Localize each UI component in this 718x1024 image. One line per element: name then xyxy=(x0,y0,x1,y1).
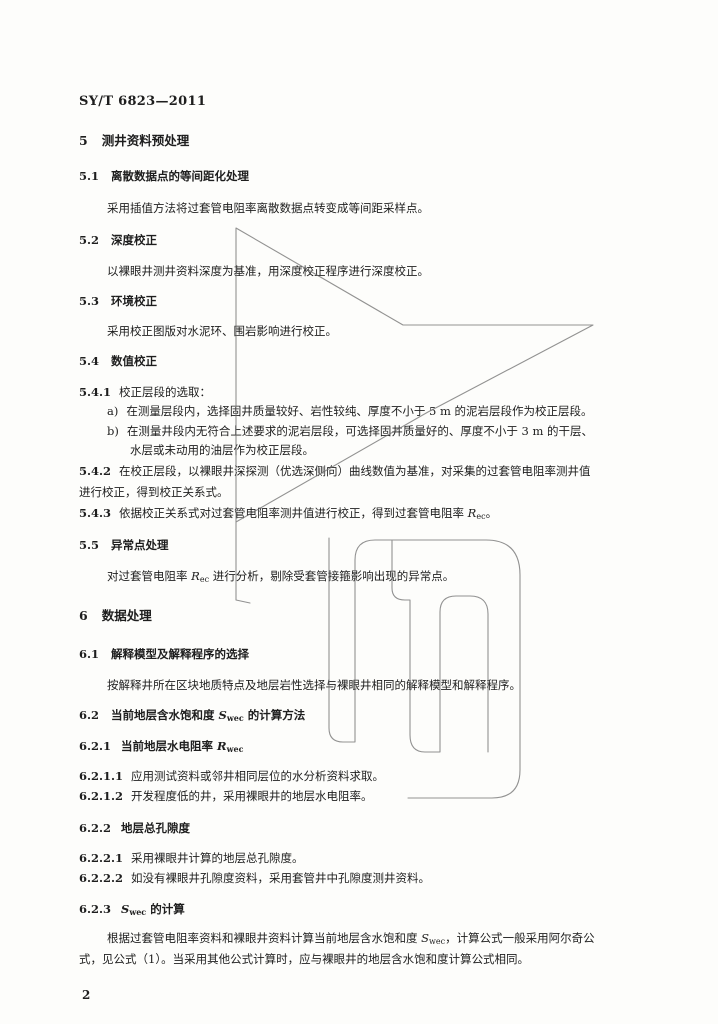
paragraph: 采用校正图版对水泥环、围岩影响进行校正。 xyxy=(107,324,337,338)
section-5-heading: 5 测井资料预处理 xyxy=(79,130,189,149)
variable-subscript: wec xyxy=(226,713,244,723)
clause-6-2-2-2: 6.2.2.2 如没有裸眼井孔隙度资料，采用套管井中孔隙度测井资料。 xyxy=(79,870,430,886)
variable: R xyxy=(191,569,200,583)
clause-text: 采用裸眼井计算的地层总孔隙度。 xyxy=(131,851,304,865)
clause-text: 应用测试资料或邻井相同层位的水分析资料求取。 xyxy=(131,769,385,783)
section-title: 离散数据点的等间距化处理 xyxy=(111,169,250,183)
section-number: 5.1 xyxy=(79,169,100,183)
list-text: 在测量层段内，选择固井质量较好、岩性较纯、厚度不小于 5 m 的泥岩层段作为校正… xyxy=(126,404,593,418)
list-label: b) xyxy=(107,424,119,438)
clause-5-4-2-continued: 进行校正，得到校正关系式。 xyxy=(79,485,229,499)
paragraph: 以裸眼井测井资料深度为基准，用深度校正程序进行深度校正。 xyxy=(107,264,429,278)
section-title: 异常点处理 xyxy=(111,538,169,552)
section-6-2-1-heading: 6.2.1 当前地层水电阻率 Rwec xyxy=(79,738,243,754)
section-6-2-heading: 6.2 当前地层含水饱和度 Swec 的计算方法 xyxy=(79,707,305,723)
clause-5-4-1: 5.4.1 校正层段的选取： xyxy=(79,384,211,400)
section-title: 当前地层含水饱和度 xyxy=(111,708,219,722)
paragraph: 对过套管电阻率 Rec 进行分析，剔除受套管接箍影响出现的异常点。 xyxy=(107,568,454,584)
section-5-4-heading: 5.4 数值校正 xyxy=(79,353,157,369)
variable-subscript: ec xyxy=(476,512,486,521)
list-item-b-continued: 水层或未动用的油层作为校正层段。 xyxy=(130,443,314,457)
section-number: 5 xyxy=(79,133,88,148)
standard-id: SY/T 6823—2011 xyxy=(79,94,207,109)
variable-subscript: wec xyxy=(429,937,446,946)
clause-text: 校正层段的选取： xyxy=(119,385,212,399)
list-text: 在测量井段内无符合上述要求的泥岩层段，可选择固井质量好的、厚度不小于 3 m 的… xyxy=(126,424,594,438)
clause-6-2-2-1: 6.2.2.1 采用裸眼井计算的地层总孔隙度。 xyxy=(79,850,304,866)
section-6-1-heading: 6.1 解释模型及解释程序的选择 xyxy=(79,646,249,662)
section-title: 的计算 xyxy=(146,902,185,916)
clause-number: 5.4.2 xyxy=(79,464,112,478)
section-5-2-heading: 5.2 深度校正 xyxy=(79,232,157,248)
section-number: 6.2.1 xyxy=(79,739,112,753)
paragraph-text: 进行分析，剔除受套管接箍影响出现的异常点。 xyxy=(209,569,455,583)
clause-6-2-1-1: 6.2.1.1 应用测试资料或邻井相同层位的水分析资料求取。 xyxy=(79,768,384,784)
section-title: 数据处理 xyxy=(101,608,152,623)
clause-text: 如没有裸眼井孔隙度资料，采用套管井中孔隙度测井资料。 xyxy=(131,871,431,885)
section-number: 6.1 xyxy=(79,647,100,661)
section-5-1-heading: 5.1 离散数据点的等间距化处理 xyxy=(79,168,249,184)
clause-text: 开发程度低的井，采用裸眼井的地层水电阻率。 xyxy=(131,789,373,803)
clause-number: 6.2.1.1 xyxy=(79,769,124,783)
section-number: 6.2 xyxy=(79,708,100,722)
variable-subscript: ec xyxy=(199,575,210,584)
section-number: 5.5 xyxy=(79,538,100,552)
clause-6-2-1-2: 6.2.1.2 开发程度低的井，采用裸眼井的地层水电阻率。 xyxy=(79,788,373,804)
section-6-heading: 6 数据处理 xyxy=(79,605,152,624)
paragraph-text: ，计算公式一般采用阿尔奇公 xyxy=(445,931,595,945)
section-number: 5.3 xyxy=(79,294,100,308)
clause-text: 在校正层段，以裸眼井深探测（优选深侧向）曲线数值为基准，对采集的过套管电阻率测井… xyxy=(119,464,591,478)
paragraph-text: 根据过套管电阻率资料和裸眼井资料计算当前地层含水饱和度 xyxy=(107,931,422,945)
variable: R xyxy=(217,739,227,753)
section-number: 6.2.2 xyxy=(79,821,112,835)
paragraph: 按解释井所在区块地质特点及地层岩性选择与裸眼井相同的解释模型和解释程序。 xyxy=(107,678,521,692)
variable-subscript: wec xyxy=(129,907,147,917)
clause-number: 6.2.2.1 xyxy=(79,851,124,865)
paragraph: 根据过套管电阻率资料和裸眼井资料计算当前地层含水饱和度 Swec，计算公式一般采… xyxy=(107,930,595,946)
variable: S xyxy=(421,931,430,945)
section-number: 6.2.3 xyxy=(79,902,112,916)
section-title-end: 的计算方法 xyxy=(243,708,306,722)
paragraph-text: 对过套管电阻率 xyxy=(107,569,192,583)
clause-number: 6.2.2.2 xyxy=(79,871,124,885)
section-title: 深度校正 xyxy=(111,233,158,247)
section-title: 地层总孔隙度 xyxy=(121,821,191,835)
section-title: 解释模型及解释程序的选择 xyxy=(111,647,250,661)
paragraph-continued: 式，见公式（1）。当采用其他公式计算时，应与裸眼井的地层含水饱和度计算公式相同。 xyxy=(79,952,530,966)
paragraph: 采用插值方法将过套管电阻率离散数据点转变成等间距采样点。 xyxy=(107,201,429,215)
section-number: 5.4 xyxy=(79,354,100,368)
list-item-b: b) 在测量井段内无符合上述要求的泥岩层段，可选择固井质量好的、厚度不小于 3 m… xyxy=(107,423,593,439)
section-6-2-2-heading: 6.2.2 地层总孔隙度 xyxy=(79,820,190,836)
list-label: a) xyxy=(107,404,119,418)
variable-subscript: wec xyxy=(226,744,244,754)
clause-number: 6.2.1.2 xyxy=(79,789,124,803)
list-item-a: a) 在测量层段内，选择固井质量较好、岩性较纯、厚度不小于 5 m 的泥岩层段作为… xyxy=(107,403,593,419)
variable: S xyxy=(218,708,227,722)
section-number: 6 xyxy=(79,608,88,623)
section-6-2-3-heading: 6.2.3 Swec 的计算 xyxy=(79,901,185,917)
clause-end: 。 xyxy=(485,506,498,520)
clause-5-4-2: 5.4.2 在校正层段，以裸眼井深探测（优选深侧向）曲线数值为基准，对采集的过套管… xyxy=(79,463,591,479)
section-title: 当前地层水电阻率 xyxy=(121,739,218,753)
page-number: 2 xyxy=(82,988,91,1002)
section-title: 环境校正 xyxy=(111,294,158,308)
clause-number: 5.4.1 xyxy=(79,385,112,399)
section-number: 5.2 xyxy=(79,233,100,247)
section-title: 测井资料预处理 xyxy=(101,133,190,148)
section-title: 数值校正 xyxy=(111,354,158,368)
clause-text: 依据校正关系式对过套管电阻率测井值进行校正，得到过套管电阻率 xyxy=(119,506,468,520)
section-5-3-heading: 5.3 环境校正 xyxy=(79,293,157,309)
variable: S xyxy=(121,902,130,916)
clause-number: 5.4.3 xyxy=(79,506,112,520)
section-5-5-heading: 5.5 异常点处理 xyxy=(79,537,169,553)
